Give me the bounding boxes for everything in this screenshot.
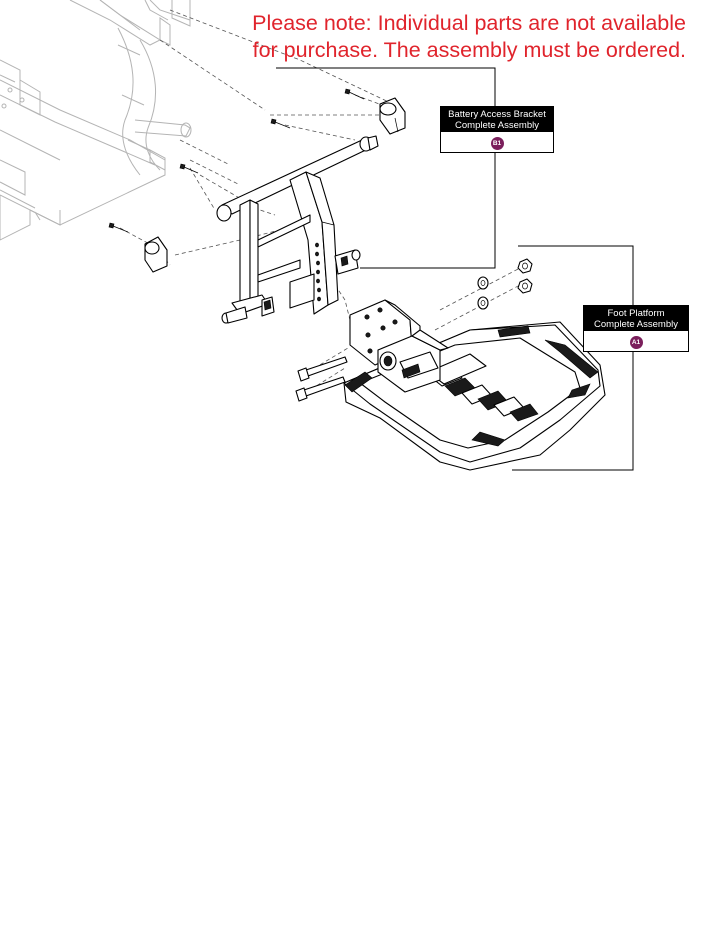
adjustment-holes (315, 242, 321, 302)
foot-platform (343, 299, 606, 471)
chassis-frame (0, 0, 192, 241)
spacer-upper (379, 97, 406, 135)
notice-line-2: for purchase. The assembly must be order… (252, 38, 686, 62)
nuts-and-washers (477, 258, 533, 310)
notice-line-1: Please note: Individual parts are not av… (252, 11, 686, 35)
notice-text: Please note: Individual parts are not av… (206, 10, 686, 64)
callout-title: Battery Access Bracket (448, 109, 546, 120)
part-code-badge: A1 (629, 336, 643, 349)
long-bolts (295, 356, 348, 402)
callout-label: Battery Access Bracket Complete Assembly (441, 107, 553, 132)
callout-subtitle: Complete Assembly (455, 120, 539, 131)
callout-battery-access-bracket[interactable]: Battery Access Bracket Complete Assembly… (440, 106, 554, 153)
grip-pads (427, 353, 539, 422)
callout-leaders (276, 67, 634, 471)
callout-subtitle: Complete Assembly (594, 319, 678, 330)
callout-foot-platform[interactable]: Foot Platform Complete Assembly A1 (583, 305, 689, 352)
battery-access-bracket (216, 135, 379, 324)
spacer-lower (144, 236, 168, 273)
callout-label: Foot Platform Complete Assembly (584, 306, 688, 331)
part-code-badge: B1 (490, 137, 504, 150)
callout-title: Foot Platform (607, 308, 665, 319)
screws (108, 88, 365, 233)
